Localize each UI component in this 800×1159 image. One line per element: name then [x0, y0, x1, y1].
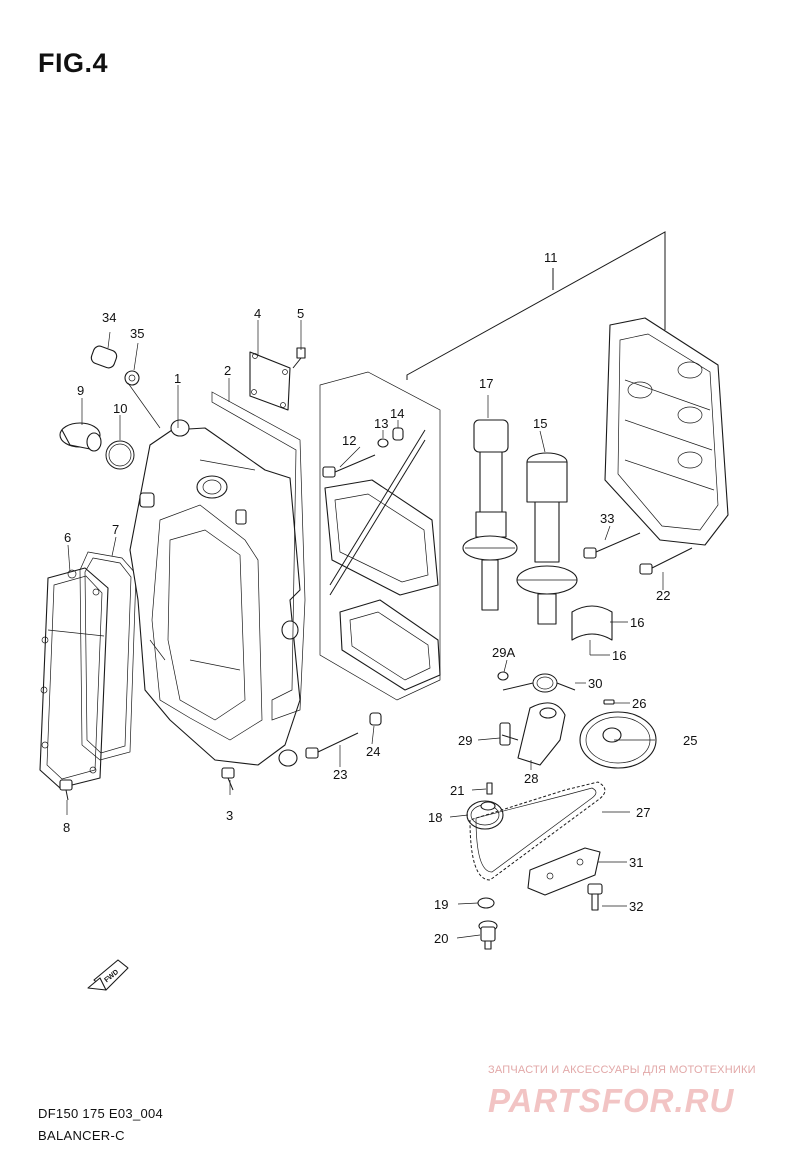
plate-4 — [249, 351, 291, 411]
callout-30: 30 — [588, 676, 602, 691]
callout-22: 22 — [656, 588, 670, 603]
callout-19: 19 — [434, 897, 448, 912]
callout-21: 21 — [450, 783, 464, 798]
callout-16a: 16 — [630, 615, 644, 630]
watermark-logo: PARTSFOR.RU — [488, 1082, 735, 1119]
o-ring-10 — [105, 440, 135, 470]
callout-13: 13 — [374, 416, 388, 431]
fwd-arrow-icon: FWD — [87, 959, 129, 991]
spring-30 — [502, 673, 576, 693]
assembly-11-bracket — [406, 231, 666, 380]
bolt-3 — [221, 767, 235, 791]
housing-1 — [129, 419, 301, 767]
washer-13 — [377, 438, 389, 448]
bolt-23 — [305, 732, 359, 759]
callout-32: 32 — [629, 899, 643, 914]
callout-31: 31 — [629, 855, 643, 870]
bolt-8 — [59, 779, 73, 801]
tensioner-28 — [517, 702, 566, 766]
upper-housing — [604, 317, 729, 546]
callout-14: 14 — [390, 406, 404, 421]
callout-33: 33 — [600, 511, 614, 526]
callout-24: 24 — [366, 744, 380, 759]
callout-26: 26 — [632, 696, 646, 711]
callout-27: 27 — [636, 805, 650, 820]
callout-34: 34 — [102, 310, 116, 325]
callout-9: 9 — [77, 383, 84, 398]
callout-10: 10 — [113, 401, 127, 416]
callout-12: 12 — [342, 433, 356, 448]
callout-25: 25 — [683, 733, 697, 748]
callout-29: 29 — [458, 733, 472, 748]
balancer-frame — [319, 371, 441, 701]
watermark-subtitle: ЗАПЧАСТИ И АКСЕССУАРЫ ДЛЯ МОТОТЕХНИКИ — [488, 1064, 756, 1076]
washer-19 — [477, 897, 495, 909]
bolt-33 — [583, 532, 641, 559]
section-name: BALANCER-C — [38, 1128, 125, 1143]
callout-17: 17 — [479, 376, 493, 391]
callout-labels: 1 2 3 4 5 6 7 8 9 10 11 12 13 14 15 16 1… — [63, 250, 697, 946]
bolt-22 — [639, 547, 693, 575]
callout-3: 3 — [226, 808, 233, 823]
pin-29a — [497, 671, 509, 681]
bolt-32 — [587, 883, 603, 911]
dowel-24 — [369, 712, 382, 726]
gasket-7 — [79, 551, 137, 761]
bolt-5 — [292, 347, 306, 369]
callout-15: 15 — [533, 416, 547, 431]
callout-23: 23 — [333, 767, 347, 782]
callout-2: 2 — [224, 363, 231, 378]
callout-8: 8 — [63, 820, 70, 835]
sprocket-18 — [466, 800, 504, 830]
callout-7: 7 — [112, 522, 119, 537]
dowel-14 — [392, 427, 404, 441]
bolt-12 — [322, 454, 376, 478]
gasket-2 — [211, 391, 306, 721]
cover-plate-6 — [39, 567, 109, 789]
callout-28: 28 — [524, 771, 538, 786]
model-code: DF150 175 E03_004 — [38, 1106, 164, 1121]
balancer-shaft-15 — [516, 452, 578, 625]
bolt-29 — [499, 722, 519, 746]
callout-29a: 29A — [492, 645, 515, 660]
callout-16b: 16 — [612, 648, 626, 663]
callout-1: 1 — [174, 371, 181, 386]
callout-35: 35 — [130, 326, 144, 341]
key-21 — [486, 782, 493, 795]
callout-18: 18 — [428, 810, 442, 825]
chain-guide-31 — [527, 847, 601, 896]
figure-title: FIG.4 — [38, 48, 109, 78]
sensor-34 — [90, 345, 118, 369]
chain-27 — [469, 781, 606, 881]
bolt-20 — [478, 920, 498, 950]
pin-26 — [603, 699, 615, 705]
callout-20: 20 — [434, 931, 448, 946]
clip-35 — [124, 370, 161, 429]
callout-5: 5 — [297, 306, 304, 321]
filler-cap-9 — [59, 422, 102, 452]
callout-11: 11 — [544, 250, 558, 265]
leader-lines — [66, 320, 664, 939]
callout-4: 4 — [254, 306, 261, 321]
bearing-16 — [571, 605, 613, 641]
balancer-shaft-17 — [462, 419, 518, 611]
callout-6: 6 — [64, 530, 71, 545]
